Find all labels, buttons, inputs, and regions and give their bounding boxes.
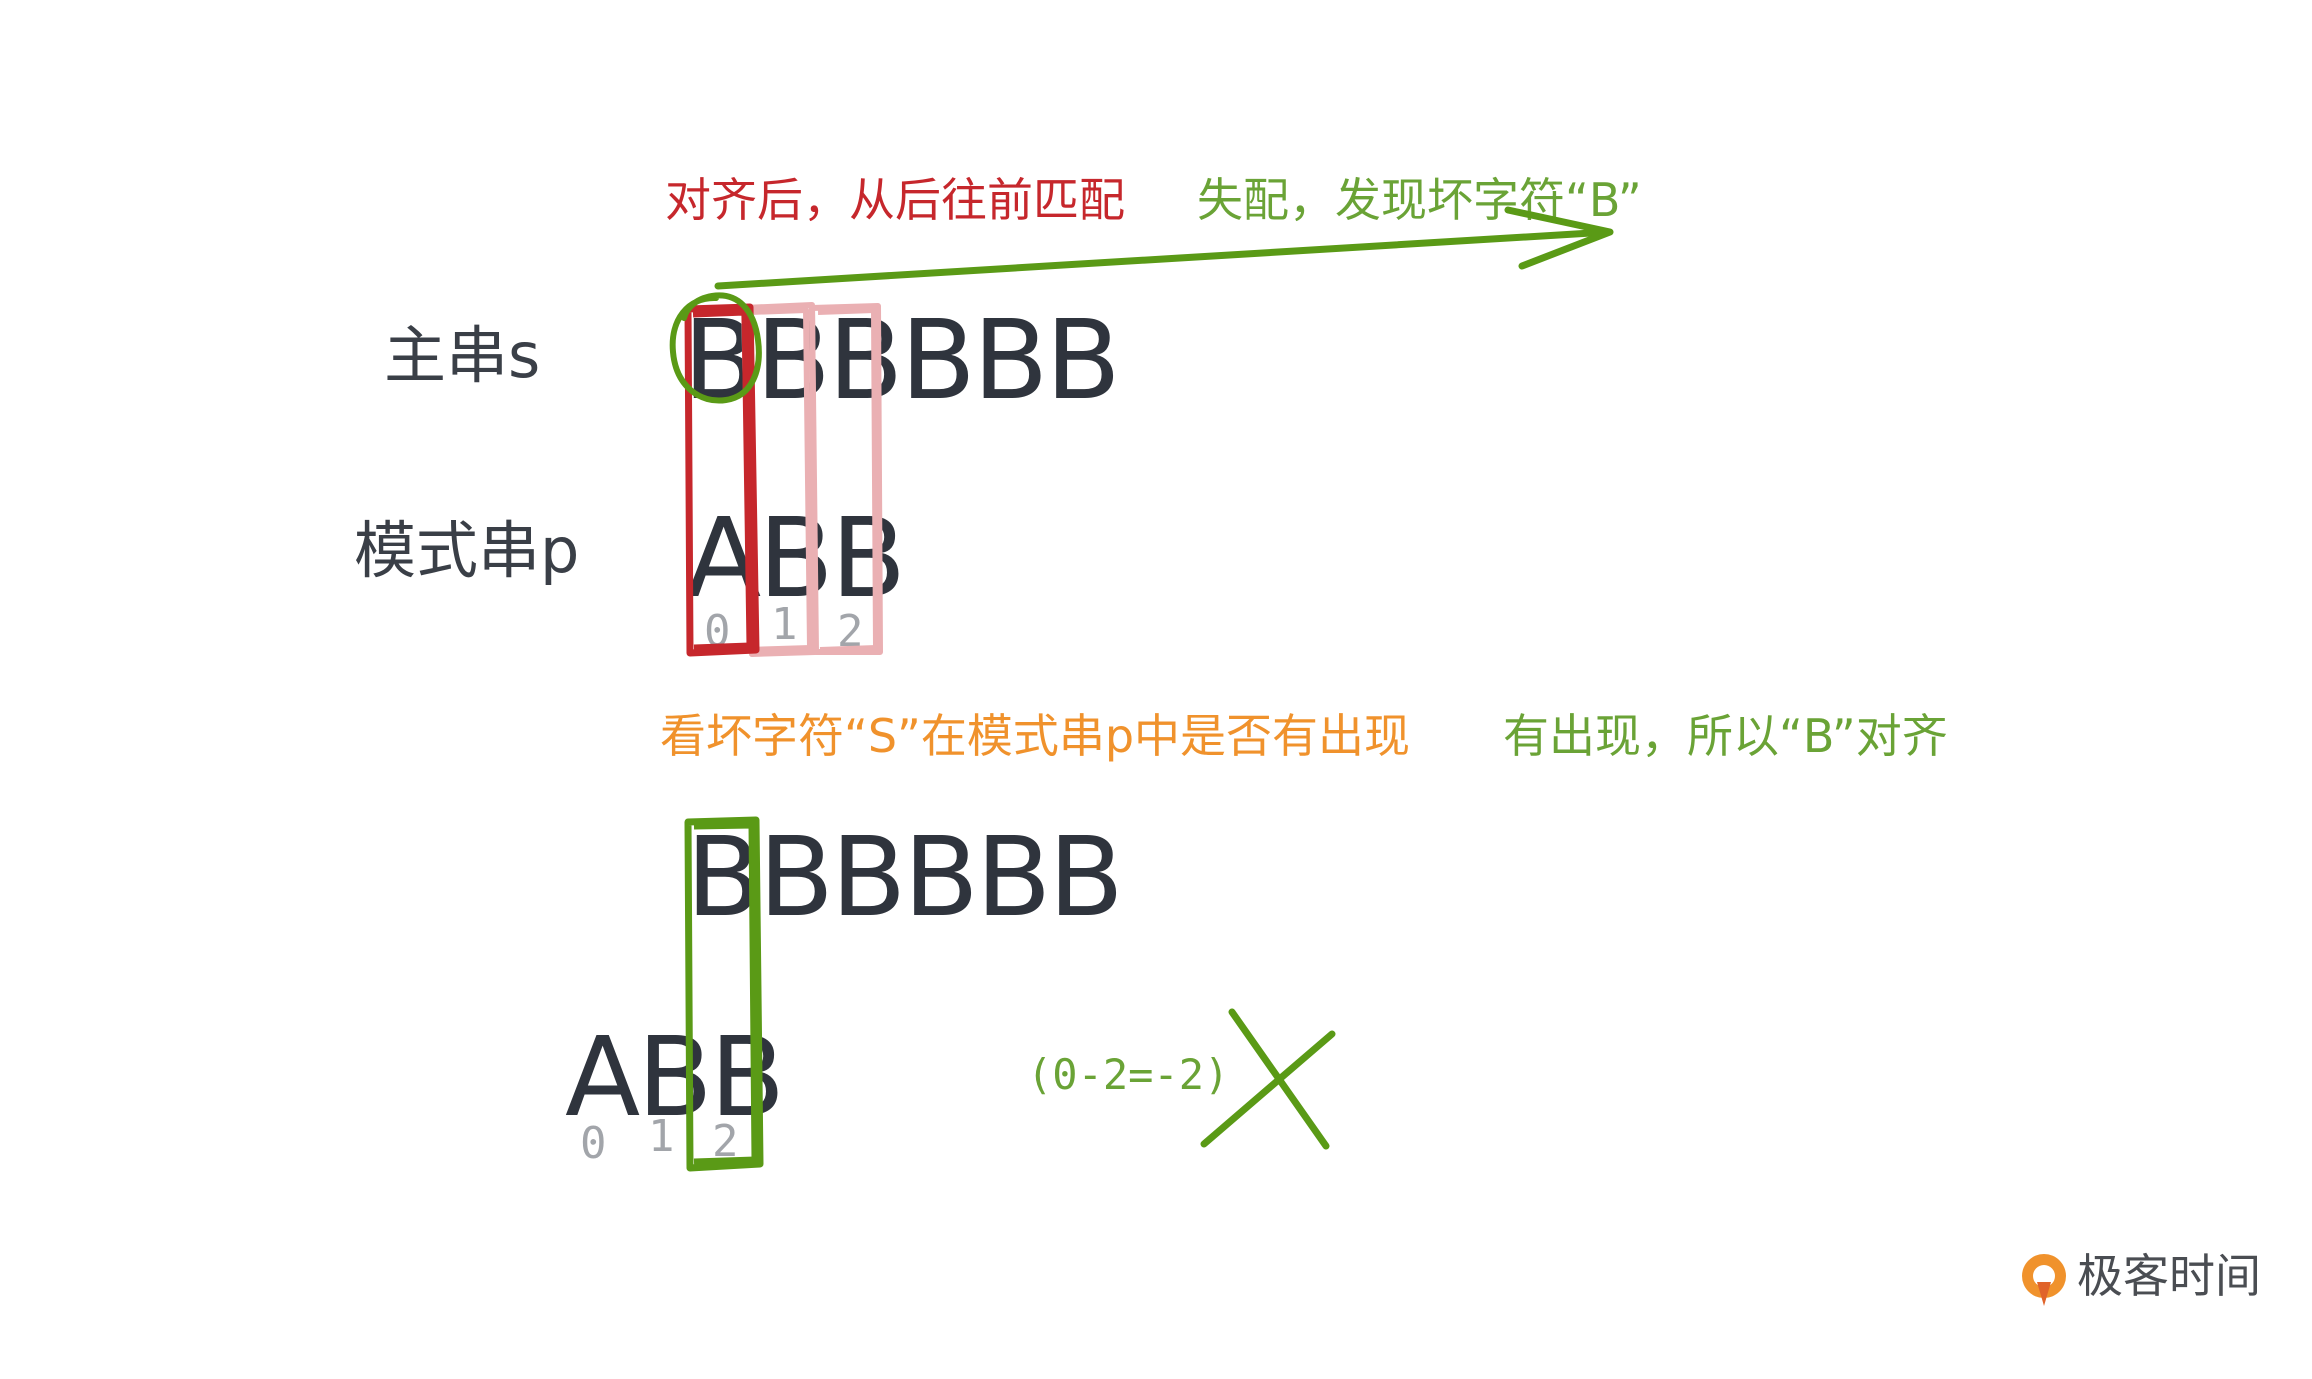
shift-formula: (0-2=-2) [1027, 1050, 1230, 1099]
mismatch-arrow-head [1504, 206, 1614, 270]
bad-char-circle [669, 292, 762, 404]
geekbang-logo-icon [2022, 1254, 2066, 1306]
step1-index-1: 1 [771, 599, 798, 650]
logo-text: 极客时间 [2077, 1249, 2261, 1303]
note-check-bad-char: 看坏字符“S”在模式串p中是否有出现 [660, 709, 1411, 763]
step2-index-1: 1 [648, 1111, 675, 1162]
note-found-align: 有出现，所以“B”对齐 [1503, 709, 1948, 763]
mismatch-arrow-line [714, 228, 1612, 290]
step1-red-box [684, 303, 760, 657]
step1-pink-box-2 [809, 303, 883, 655]
step2-green-box [684, 816, 764, 1172]
step2-index-2: 2 [712, 1116, 739, 1167]
note-mismatch-bad-char: 失配，发现坏字符“B” [1197, 173, 1642, 227]
step2-pattern-string: ABB [565, 1013, 785, 1141]
cross-mark [1200, 1008, 1336, 1150]
step2-index-0: 0 [580, 1118, 607, 1169]
main-string-label: 主串s [384, 319, 541, 392]
pattern-string-label: 模式串p [354, 514, 580, 587]
note-align-then-match: 对齐后，从后往前匹配 [665, 173, 1125, 227]
step1-pattern-string: ABB [686, 494, 906, 622]
